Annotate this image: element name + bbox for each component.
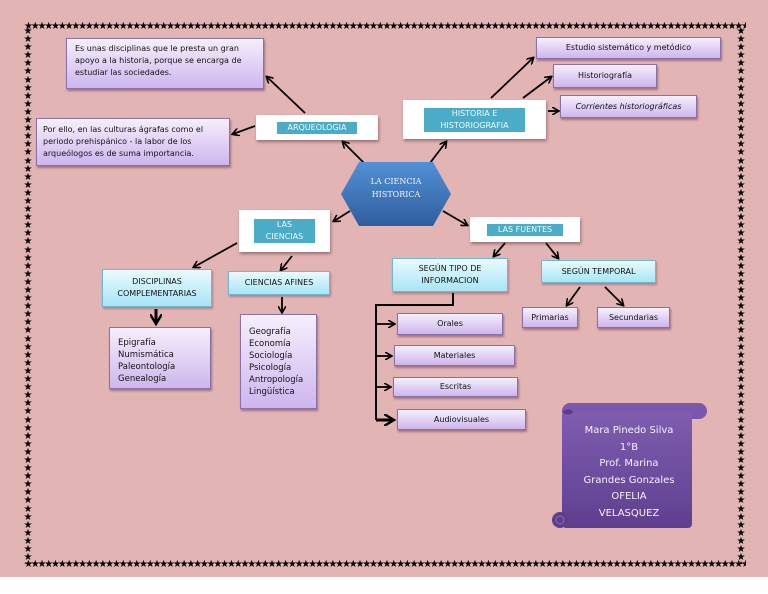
credit-line: Mara Pinedo Silva bbox=[584, 425, 674, 436]
arqueologia-note-left-text: Por ello, en las culturas ágrafas como e… bbox=[43, 125, 204, 158]
tipo-item-orales: Orales bbox=[397, 313, 503, 335]
arrow-historia-estudio bbox=[490, 58, 533, 99]
arrow-temporal-primarias bbox=[567, 286, 581, 305]
historia-child-corrientes: Corrientes historiográficas bbox=[560, 95, 697, 118]
connector-arrows bbox=[0, 0, 768, 577]
arrow-temporal-secundarias bbox=[604, 286, 623, 305]
list-item: Numismática bbox=[118, 350, 174, 360]
list-item: Primarias bbox=[531, 312, 569, 322]
tipo-label-line2: INFORMACION bbox=[421, 276, 479, 285]
arrow-fuentes-tipo bbox=[494, 242, 506, 256]
disciplinas-node: DISCIPLINAS COMPLEMENTARIAS bbox=[102, 269, 212, 307]
list-item: Epigrafía bbox=[118, 338, 156, 348]
historia-child-text: Historiografía bbox=[577, 71, 633, 80]
temporal-item-secundarias: Secundarias bbox=[597, 307, 670, 328]
ciencias-label: LAS CIENCIAS bbox=[254, 219, 315, 243]
center-label: LA CIENCIA HISTORICA bbox=[341, 175, 451, 201]
arqueologia-label: ARQUEOLOGIA bbox=[277, 121, 357, 134]
disciplinas-list: Epigrafía Numismática Paleontología Gene… bbox=[109, 327, 211, 389]
ciencias-label-line1: LAS bbox=[276, 220, 293, 229]
list-item: Escritas bbox=[439, 382, 472, 391]
arrow-ciencias-disciplinas bbox=[194, 242, 238, 267]
arqueologia-note-top: Es unas disciplinas que le presta un gra… bbox=[66, 38, 264, 89]
arrow-center-fuentes bbox=[442, 210, 467, 225]
credit-line: VELASQUEZ bbox=[598, 507, 660, 519]
list-item: Audiovisuales bbox=[433, 414, 490, 424]
list-item: Materiales bbox=[433, 350, 476, 360]
list-item: Paleontología bbox=[118, 362, 176, 372]
fuentes-node: LAS FUENTES bbox=[470, 217, 580, 242]
credit-line: Grandes Gonzales bbox=[583, 474, 675, 486]
list-item: Geografía bbox=[249, 327, 291, 337]
star-border-bottom: ★★★★★★★★★★★★★★★★★★★★★★★★★★★★★★★★★★★★★★★★… bbox=[24, 560, 746, 570]
historia-child-text: Estudio sistemático y metódico bbox=[565, 43, 692, 52]
star-border-right: ★★★★★★★★★★★★★★★★★★★★★★★★★★★★★★★★★★★★★★★★… bbox=[736, 28, 746, 564]
ciencias-node: LAS CIENCIAS bbox=[239, 210, 330, 252]
historia-child-estudio: Estudio sistemático y metódico bbox=[536, 37, 721, 59]
credits-text: Mara Pinedo Silva 1°B Prof. Marina Grand… bbox=[565, 423, 693, 522]
ciencias-label-line2: CIENCIAS bbox=[265, 232, 304, 241]
afines-list: Geografía Economía Sociología Psicología… bbox=[240, 314, 317, 409]
list-item: Orales bbox=[437, 319, 463, 328]
historia-label: HISTORIA E HISTORIOGRAFIA bbox=[424, 107, 525, 132]
historia-label-line2: HISTORIOGRAFIA bbox=[440, 120, 509, 130]
tipo-label-line1: SEGÚN TIPO DE bbox=[418, 264, 482, 273]
arqueologia-note-top-text: Es unas disciplinas que le presta un gra… bbox=[75, 43, 242, 77]
historia-node: HISTORIA E HISTORIOGRAFIA bbox=[403, 100, 546, 139]
tipo-item-materiales: Materiales bbox=[394, 345, 515, 366]
center-label-line2: HISTORICA bbox=[371, 190, 421, 199]
tipo-item-escritas: Escritas bbox=[393, 377, 518, 397]
arrow-arqueologia-note-top bbox=[267, 77, 306, 114]
list-item: Psicología bbox=[249, 363, 292, 373]
arrow-center-ciencias bbox=[334, 210, 351, 221]
list-item: Secundarias bbox=[608, 312, 659, 322]
historia-child-historiografia: Historiografía bbox=[553, 64, 657, 88]
historia-label-line1: HISTORIA E bbox=[451, 108, 498, 118]
arrow-historia-historiografia bbox=[522, 77, 551, 99]
arrow-center-historia bbox=[429, 142, 446, 164]
list-item: Genealogía bbox=[118, 374, 167, 384]
historia-child-text: Corrientes historiográficas bbox=[575, 101, 682, 111]
arrow-center-arqueologia bbox=[343, 142, 365, 164]
afines-node: CIENCIAS AFINES bbox=[228, 271, 330, 295]
fuentes-label: LAS FUENTES bbox=[487, 223, 563, 236]
arqueologia-node: ARQUEOLOGIA bbox=[256, 115, 378, 140]
list-item: Lingüística bbox=[249, 387, 295, 397]
arqueologia-note-left: Por ello, en las culturas ágrafas como e… bbox=[36, 118, 230, 166]
credit-line: 1°B bbox=[619, 441, 639, 453]
mind-map-page: ★★★★★★★★★★★★★★★★★★★★★★★★★★★★★★★★★★★★★★★★… bbox=[0, 0, 768, 577]
list-item: Economía bbox=[249, 339, 291, 349]
star-border-top: ★★★★★★★★★★★★★★★★★★★★★★★★★★★★★★★★★★★★★★★★… bbox=[24, 22, 746, 32]
arrow-fuentes-temporal bbox=[545, 242, 558, 258]
star-border-left: ★★★★★★★★★★★★★★★★★★★★★★★★★★★★★★★★★★★★★★★★… bbox=[23, 28, 33, 564]
credits-scroll bbox=[552, 403, 707, 528]
bracket-tipo bbox=[375, 293, 454, 420]
temporal-item-primarias: Primarias bbox=[522, 307, 578, 328]
temporal-node: SEGÚN TEMPORAL bbox=[541, 260, 656, 283]
tipo-item-audiovisuales: Audiovisuales bbox=[397, 409, 526, 430]
disciplinas-label-line2: COMPLEMENTARIAS bbox=[117, 289, 197, 298]
arrow-arqueologia-note-left bbox=[233, 125, 256, 134]
temporal-label: SEGÚN TEMPORAL bbox=[561, 266, 636, 276]
arrow-ciencias-afines bbox=[281, 255, 293, 270]
disciplinas-label-line1: DISCIPLINAS bbox=[132, 277, 182, 286]
list-item: Antropología bbox=[249, 375, 304, 385]
tipo-node: SEGÚN TIPO DE INFORMACION bbox=[392, 258, 508, 292]
list-item: Sociología bbox=[249, 351, 293, 361]
afines-label: CIENCIAS AFINES bbox=[244, 278, 314, 287]
credit-line: OFELIA bbox=[611, 491, 647, 502]
center-label-line1: LA CIENCIA bbox=[370, 177, 422, 186]
credit-line: Prof. Marina bbox=[599, 458, 659, 469]
center-hexagon bbox=[341, 162, 451, 226]
